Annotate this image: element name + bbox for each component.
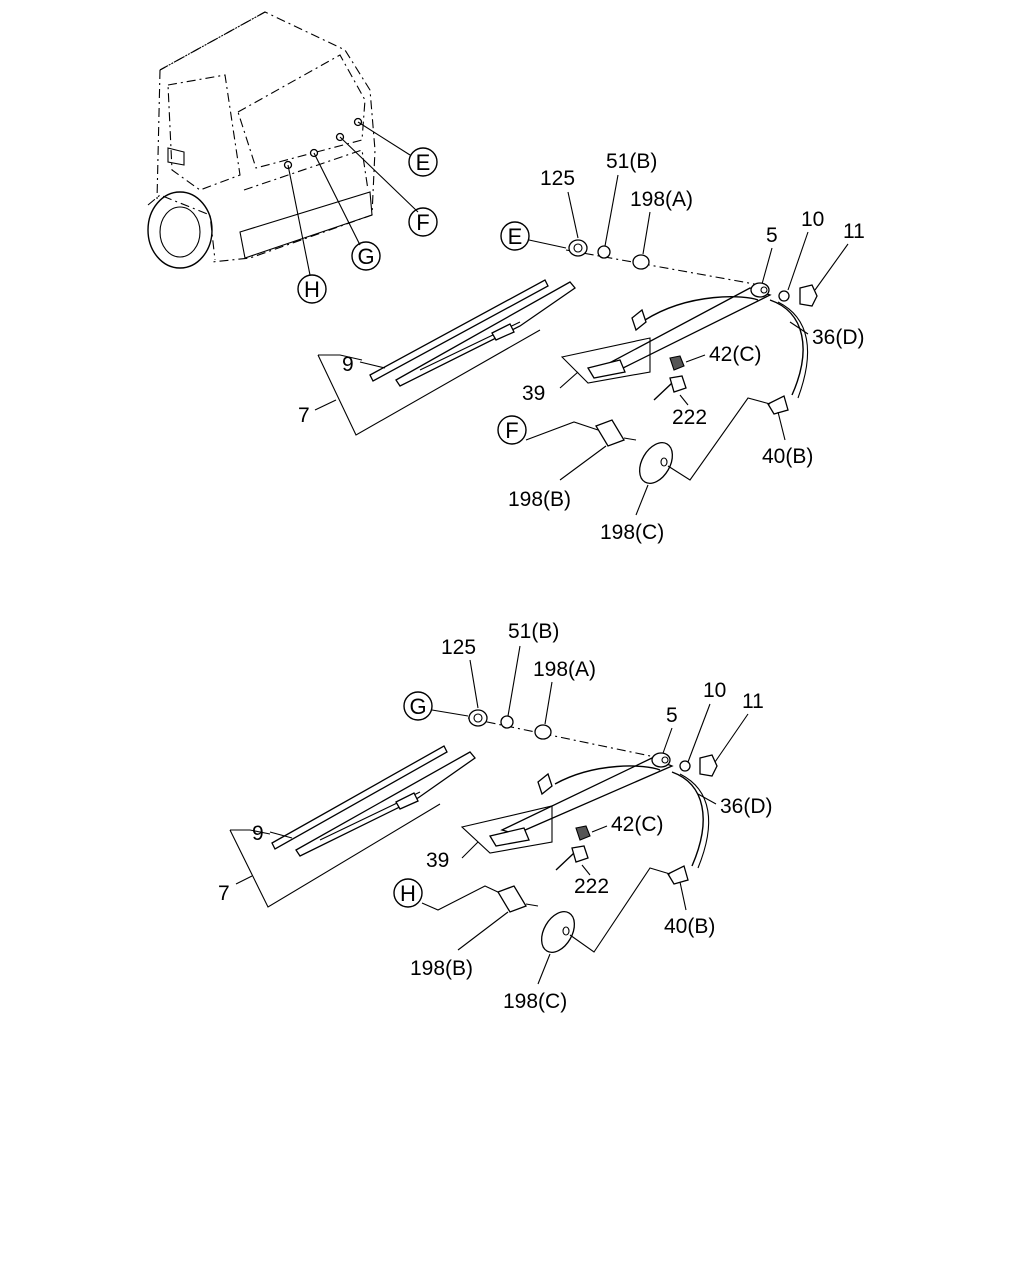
- label-42c: 42(C): [709, 343, 762, 366]
- clip-42c: [575, 825, 591, 841]
- label-198c: 198(C): [600, 521, 664, 544]
- clip-42c: [669, 355, 685, 371]
- nozzle-198b: [595, 419, 625, 447]
- callout-f-overview: F: [408, 207, 438, 237]
- washer-51b: [500, 715, 514, 729]
- label-5: 5: [766, 224, 778, 247]
- nozzle-198b: [497, 885, 527, 913]
- label-198a: 198(A): [630, 188, 693, 211]
- bottom-wiper-assembly: G 125 51(B) 198(A) 5 10 11 36(D): [218, 620, 773, 1013]
- wiper-blade-9: [271, 745, 448, 850]
- wiper-blade-7: [395, 281, 576, 387]
- washer-51b: [597, 245, 611, 259]
- callout-h: H: [400, 881, 416, 906]
- callout-label: E: [416, 150, 431, 175]
- label-39: 39: [426, 849, 449, 872]
- label-222: 222: [574, 875, 609, 898]
- label-42c: 42(C): [611, 813, 664, 836]
- joint-40b: [667, 865, 689, 885]
- label-11: 11: [843, 220, 865, 243]
- callout-f: F: [505, 418, 518, 443]
- label-10: 10: [801, 208, 824, 231]
- bushing-198a: [534, 724, 552, 740]
- vehicle-rear-view: [147, 11, 419, 276]
- washer-10: [778, 290, 790, 302]
- label-198c: 198(C): [503, 990, 567, 1013]
- screw-222: [669, 375, 687, 393]
- callout-e-overview: E: [408, 147, 438, 177]
- top-wiper-assembly: E 125 51(B) 198(A) 5 10 11 36(D): [298, 150, 865, 544]
- nut-125: [568, 239, 588, 257]
- label-36d: 36(D): [812, 326, 865, 349]
- label-39: 39: [522, 382, 545, 405]
- label-9: 9: [252, 822, 264, 845]
- label-125: 125: [540, 167, 575, 190]
- label-125: 125: [441, 636, 476, 659]
- grommet-198c: [638, 442, 674, 484]
- label-40b: 40(B): [762, 445, 813, 468]
- label-7: 7: [298, 404, 310, 427]
- label-222: 222: [672, 406, 707, 429]
- bushing-198a: [632, 254, 650, 270]
- label-51b: 51(B): [606, 150, 657, 173]
- label-5: 5: [666, 704, 678, 727]
- screw-222: [571, 845, 589, 863]
- callout-label: G: [357, 244, 374, 269]
- grommet-198c: [540, 911, 576, 953]
- nut-125: [468, 709, 488, 727]
- callout-g: G: [409, 694, 426, 719]
- label-36d: 36(D): [720, 795, 773, 818]
- label-10: 10: [703, 679, 726, 702]
- cap-11: [699, 754, 718, 777]
- label-40b: 40(B): [664, 915, 715, 938]
- callout-label: H: [304, 277, 320, 302]
- label-198a: 198(A): [533, 658, 596, 681]
- callout-e: E: [508, 224, 523, 249]
- joint-40b: [767, 395, 789, 415]
- label-11: 11: [742, 690, 764, 713]
- cap-11: [799, 284, 818, 307]
- wiper-blade-9: [369, 279, 549, 382]
- callout-h-overview: H: [297, 274, 327, 304]
- label-198b: 198(B): [508, 488, 571, 511]
- washer-10: [679, 760, 691, 772]
- label-198b: 198(B): [410, 957, 473, 980]
- callout-g-overview: G: [351, 241, 381, 271]
- label-9: 9: [342, 353, 354, 376]
- label-51b: 51(B): [508, 620, 559, 643]
- callout-label: F: [416, 210, 429, 235]
- wiper-blade-7: [295, 751, 476, 857]
- label-7: 7: [218, 882, 230, 905]
